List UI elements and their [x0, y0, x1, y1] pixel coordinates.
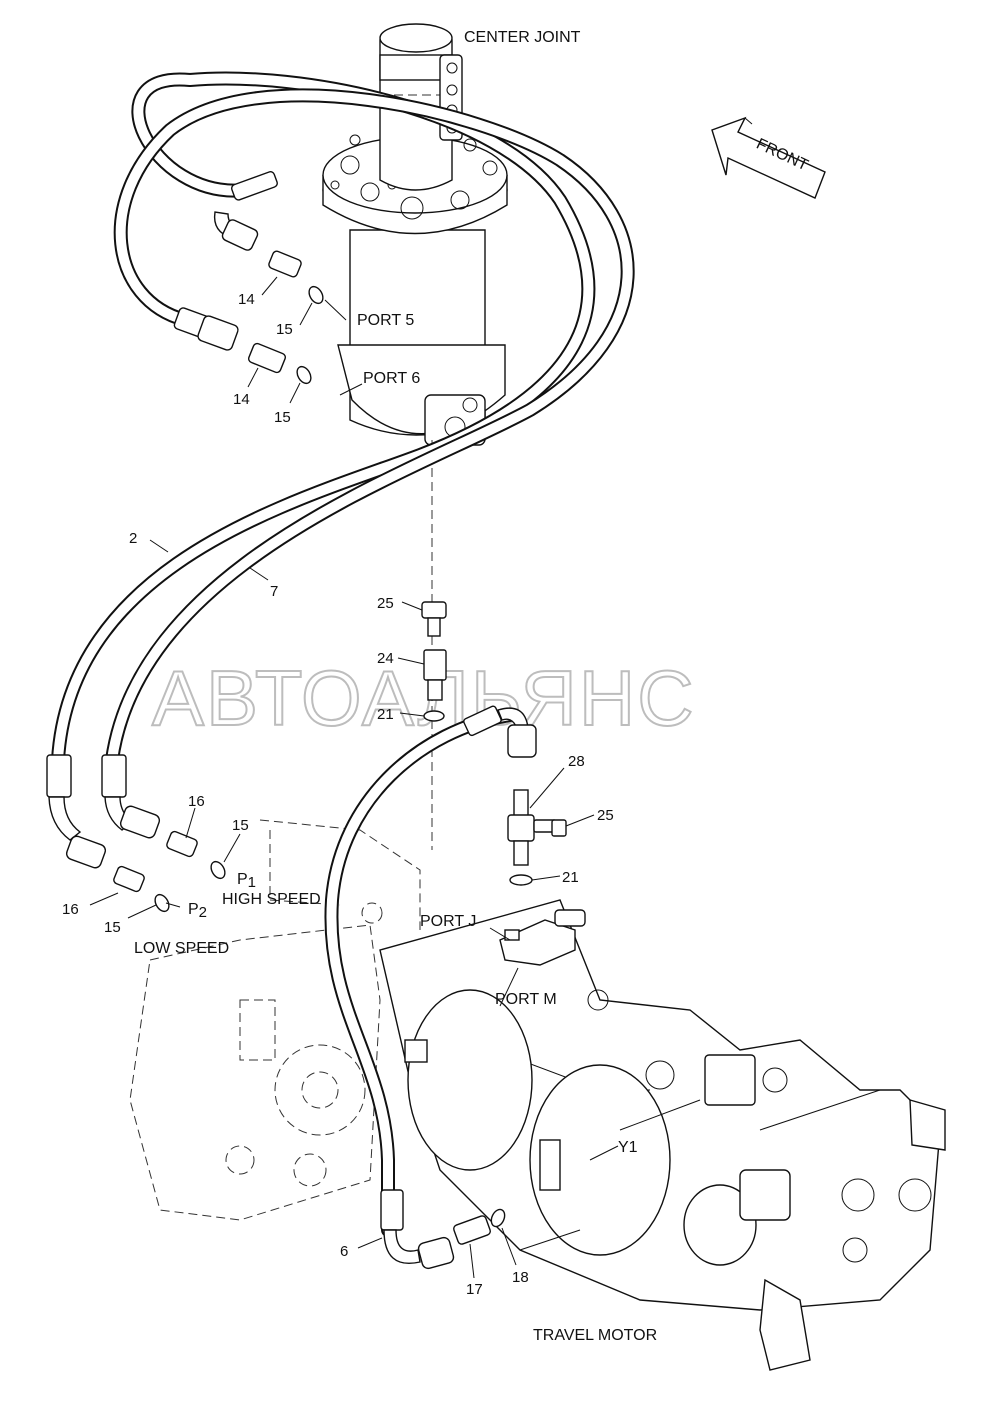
callout-25-top: 25 [377, 595, 394, 612]
low-speed-label: LOW SPEED [134, 940, 229, 957]
callout-15-p2: 15 [104, 919, 121, 936]
callout-14-upper: 14 [238, 291, 255, 308]
callout-15-upper: 15 [276, 321, 293, 338]
center-joint [322, 23, 508, 850]
callout-17: 17 [466, 1281, 483, 1298]
adapter-14-lower [247, 342, 287, 374]
adapter-24 [423, 649, 447, 701]
front-direction-arrow: FRONT [711, 116, 826, 199]
callout-15-lower: 15 [274, 409, 291, 426]
o-ring-21-lower [509, 874, 533, 886]
callout-28: 28 [568, 753, 585, 770]
hose-end-p1 [101, 754, 161, 839]
o-ring-15-p1 [210, 860, 226, 880]
hose-6 [324, 708, 517, 1237]
callout-15-p1: 15 [232, 817, 249, 834]
port-j-label: PORT J [420, 913, 476, 930]
center-joint-label: CENTER JOINT [464, 29, 581, 46]
hose-end-fitting-lower [173, 307, 239, 351]
plug-25-top [421, 601, 447, 637]
callout-16-upper: 16 [188, 793, 205, 810]
o-ring-15-upper [308, 285, 324, 305]
callout-24: 24 [377, 650, 394, 667]
o-ring-21-upper [423, 710, 445, 722]
watermark-text: АВТОАЛЬЯНС [152, 654, 696, 742]
adapter-16-upper [166, 830, 198, 858]
high-speed-label: HIGH SPEED [222, 891, 321, 908]
callout-16-lower: 16 [62, 901, 79, 918]
o-ring-15-p2 [154, 893, 170, 913]
callout-25-side: 25 [597, 807, 614, 824]
port-5-label: PORT 5 [357, 312, 414, 329]
callout-6: 6 [340, 1243, 348, 1260]
callout-7: 7 [270, 583, 278, 600]
leader-lines [89, 276, 619, 1279]
p1-label: P1 [237, 871, 256, 891]
callout-14-lower: 14 [233, 391, 250, 408]
p2-label: P2 [188, 901, 207, 921]
adapter-16-lower [113, 865, 145, 893]
adapter-17 [453, 1215, 491, 1245]
hose-end-fitting-upper [213, 171, 278, 251]
callout-21-lower: 21 [562, 869, 579, 886]
port-6-label: PORT 6 [363, 370, 420, 387]
callout-21-upper: 21 [377, 706, 394, 723]
callout-18: 18 [512, 1269, 529, 1286]
o-ring-15-lower [296, 365, 312, 385]
hose-end-p2 [46, 754, 107, 869]
callout-2: 2 [129, 530, 137, 547]
tee-28 [507, 789, 567, 866]
adapter-14-upper [268, 250, 302, 278]
o-ring-18 [490, 1208, 506, 1228]
hose-7 [105, 88, 635, 767]
hose-6-lower-fitting [380, 1189, 455, 1270]
y1-label: Y1 [618, 1139, 638, 1156]
hose-2 [51, 71, 596, 767]
travel-motor [129, 819, 946, 1371]
travel-motor-label: TRAVEL MOTOR [533, 1327, 657, 1344]
port-m-label: PORT M [495, 991, 557, 1008]
hose-6-upper-fitting [463, 705, 537, 758]
